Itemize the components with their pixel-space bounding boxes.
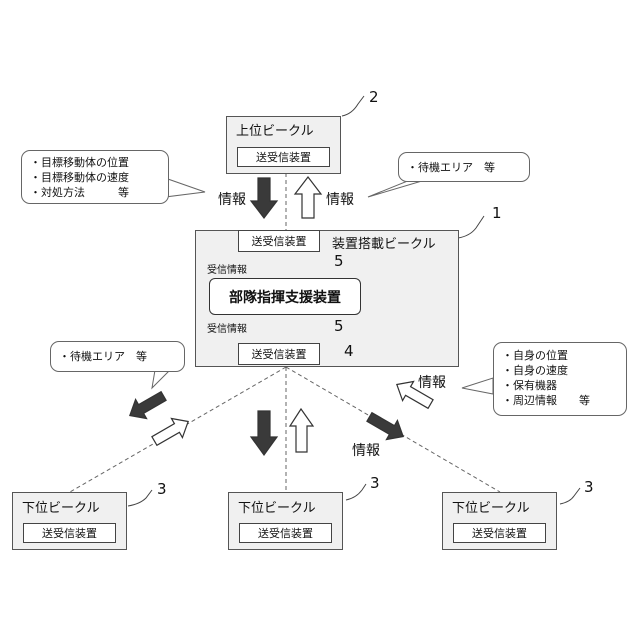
callout-tail-lower-right [462, 378, 493, 394]
ref-number-3-right: 3 [584, 478, 594, 496]
callout-item: 待機エリア 等 [407, 160, 525, 175]
ref-number-5-bottom: 5 [334, 317, 344, 335]
callout-item: 自身の位置 [502, 348, 622, 363]
callout-tail-lower-left [152, 370, 170, 388]
callout-upper-left-list: 目標移動体の位置 目標移動体の速度 対処方法 等 [26, 155, 164, 200]
ref-number-2: 2 [369, 88, 379, 106]
core-device: 部隊指揮支援装置 [209, 278, 361, 315]
callout-upper-left: 目標移動体の位置 目標移動体の速度 対処方法 等 [21, 150, 169, 204]
callout-lower-right: 自身の位置 自身の速度 保有機器 周辺情報 等 [493, 342, 627, 416]
upper-vehicle: 上位ビークル 送受信装置 [226, 116, 341, 174]
leader-ref-3-center [346, 484, 366, 500]
lower-vehicle-title: 下位ビークル [22, 497, 100, 516]
info-label-to-upper: 情報 [326, 189, 354, 209]
callout-upper-right: 待機エリア 等 [398, 152, 530, 182]
callout-lower-right-list: 自身の位置 自身の速度 保有機器 周辺情報 等 [498, 348, 622, 408]
main-vehicle-title: 装置搭載ビークル [332, 233, 436, 252]
upper-vehicle-title: 上位ビークル [236, 120, 314, 139]
main-device-top: 送受信装置 [238, 230, 320, 252]
lower-vehicle-device: 送受信装置 [239, 523, 332, 543]
ref-number-4: 4 [344, 342, 354, 360]
recv-info-label-top: 受信情報 [207, 261, 247, 276]
info-label-to-main: 情報 [218, 189, 246, 209]
callout-item: 待機エリア 等 [59, 349, 180, 364]
lower-vehicle-title: 下位ビークル [452, 497, 530, 516]
callout-item: 目標移動体の位置 [30, 155, 164, 170]
callout-item: 周辺情報 等 [502, 393, 622, 408]
ref-number-3-center: 3 [370, 474, 380, 492]
arrow-to-lower-left [124, 386, 169, 425]
lower-vehicle-device: 送受信装置 [23, 523, 116, 543]
leader-ref-1 [458, 216, 484, 238]
upper-vehicle-device: 送受信装置 [237, 147, 330, 167]
leader-ref-3-left [128, 490, 152, 506]
ref-number-5-top: 5 [334, 252, 344, 270]
info-label-lower-right: 情報 [418, 372, 446, 392]
arrow-down-to-main [251, 178, 277, 218]
lower-vehicle-center: 下位ビークル 送受信装置 [228, 492, 343, 550]
lower-vehicle-device: 送受信装置 [453, 523, 546, 543]
callout-upper-right-list: 待機エリア 等 [403, 160, 525, 175]
arrow-up-from-lower-center [290, 409, 313, 452]
callout-item: 対処方法 等 [30, 185, 164, 200]
lower-vehicle-right: 下位ビークル 送受信装置 [442, 492, 557, 550]
arrow-up-to-upper [295, 177, 321, 218]
recv-info-label-bottom: 受信情報 [207, 320, 247, 335]
callout-tail-upper-left [165, 178, 205, 197]
main-vehicle: 送受信装置 装置搭載ビークル 受信情報 部隊指揮支援装置 受信情報 送受信装置 [195, 230, 459, 367]
callout-lower-left: 待機エリア 等 [50, 341, 185, 372]
lower-vehicle-title: 下位ビークル [238, 497, 316, 516]
callout-item: 自身の速度 [502, 363, 622, 378]
leader-ref-3-right [560, 488, 580, 504]
info-label-center-bottom: 情報 [352, 440, 380, 460]
main-device-bottom: 送受信装置 [238, 343, 320, 365]
leader-ref-2 [342, 96, 364, 116]
callout-lower-left-list: 待機エリア 等 [55, 349, 180, 364]
arrow-down-to-lower-center [251, 411, 277, 455]
ref-number-3-left: 3 [157, 480, 167, 498]
arrow-from-lower-left [149, 412, 194, 451]
lower-vehicle-left: 下位ビークル 送受信装置 [12, 492, 127, 550]
ref-number-1: 1 [492, 204, 502, 222]
callout-item: 目標移動体の速度 [30, 170, 164, 185]
callout-item: 保有機器 [502, 378, 622, 393]
